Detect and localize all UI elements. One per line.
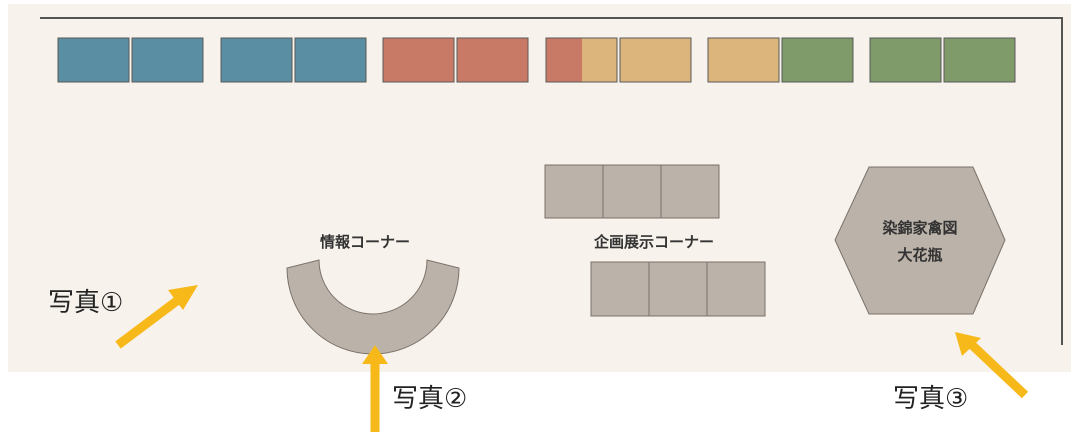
exhibit-cases-bottom: [590, 261, 766, 317]
photo2-label: 写真②: [392, 384, 467, 414]
vase-label-line1: 染錦家禽図: [881, 219, 957, 237]
wall-display-cases: [57, 37, 1016, 83]
wall-case: [707, 37, 780, 83]
wall-case: [57, 37, 130, 83]
photo1-label: 写真①: [48, 288, 123, 318]
info-corner-curved-bench: [286, 259, 460, 355]
exhibit-case: [544, 164, 604, 219]
exhibit-case: [706, 261, 766, 317]
photo3-label: 写真③: [893, 384, 968, 414]
photo-arrows: [115, 285, 1029, 432]
wall-case: [781, 37, 854, 83]
exhibit-case: [602, 164, 662, 219]
wall-case: [869, 37, 942, 83]
wall-case: [619, 37, 692, 83]
wall-case: [545, 37, 618, 83]
exhibit-cases-top: [544, 164, 720, 219]
wall-case: [456, 37, 529, 83]
wall-case: [382, 37, 455, 83]
vase-label-line2: 大花瓶: [897, 246, 942, 264]
exhibit-case: [660, 164, 720, 219]
wall-case: [294, 37, 367, 83]
wall-line: [40, 17, 1063, 345]
exhibit-case: [648, 261, 708, 317]
exhibit-case: [590, 261, 650, 317]
wall-case: [220, 37, 293, 83]
photo1-arrow: [115, 285, 198, 349]
wall-case: [131, 37, 204, 83]
exhibit-corner-label: 企画展示コーナー: [593, 233, 714, 251]
info-corner-label: 情報コーナー: [320, 233, 410, 251]
vase-hexagon-case: [834, 166, 1006, 315]
wall-case: [943, 37, 1016, 83]
photo3-arrow: [955, 332, 1029, 399]
photo2-arrow: [362, 345, 388, 432]
